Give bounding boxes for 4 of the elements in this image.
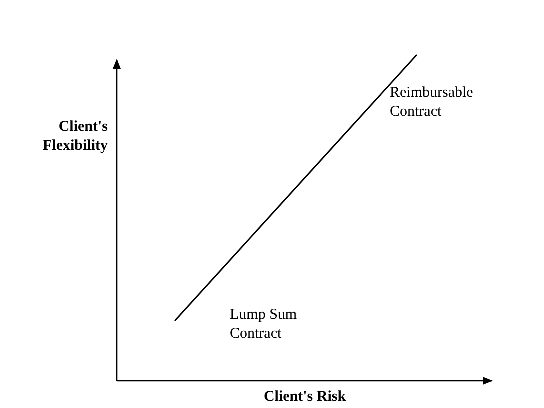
- region-label: Lump Sum Contract: [230, 306, 298, 344]
- axis-title: Client's Flexibility: [42, 118, 108, 156]
- axis-title: Client's Risk: [262, 388, 348, 407]
- region-label: Reimbursable Contract: [390, 84, 474, 122]
